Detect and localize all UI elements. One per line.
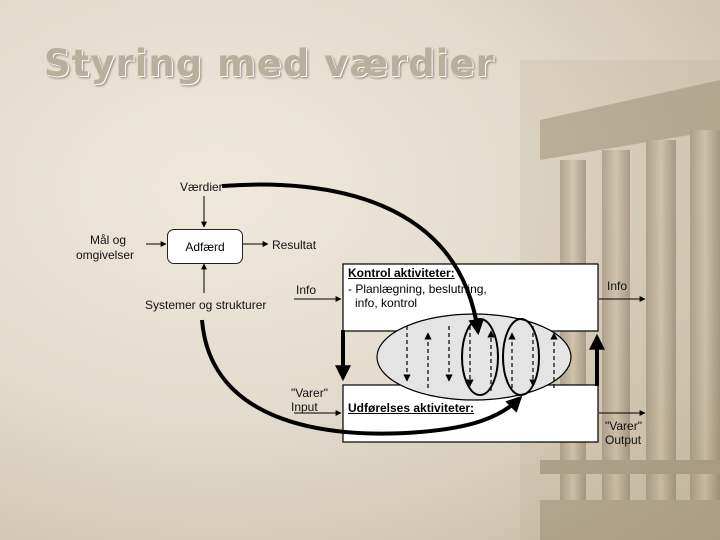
info-in-label: Info — [296, 283, 317, 297]
maal-label-line2: omgivelser — [75, 248, 135, 262]
vaerdier-curved-arrow — [221, 182, 485, 336]
control-box-heading: Kontrol aktiviteter: — [348, 266, 455, 280]
systemer-label: Systemer og strukturer — [145, 298, 267, 312]
info-out-label: Info — [607, 279, 628, 293]
execution-box-heading: Udførelses aktiviteter: — [348, 401, 475, 415]
control-box-line1: - Planlægning, beslutning, — [348, 282, 487, 296]
maal-label-line1: Mål og — [89, 233, 127, 247]
varer-out-label-line2: Output — [605, 433, 642, 447]
architecture-background-image — [520, 60, 720, 540]
adfaerd-box: Adfærd — [167, 229, 243, 264]
control-box-line2: info, kontrol — [355, 296, 418, 310]
systemer-curved-arrow — [200, 319, 523, 436]
varer-in-label-line1: "Varer" — [291, 386, 328, 400]
interaction-ellipse — [376, 313, 572, 401]
varer-out-label-line1: "Varer" — [605, 419, 642, 433]
varer-in-label-line2: Input — [291, 400, 318, 414]
resultat-label: Resultat — [272, 238, 317, 252]
adfaerd-label: Adfærd — [185, 239, 225, 254]
vaerdier-label: Værdier — [180, 180, 223, 194]
inner-ellipse-right — [502, 318, 540, 396]
slide-title: Styring med værdier — [44, 42, 495, 85]
